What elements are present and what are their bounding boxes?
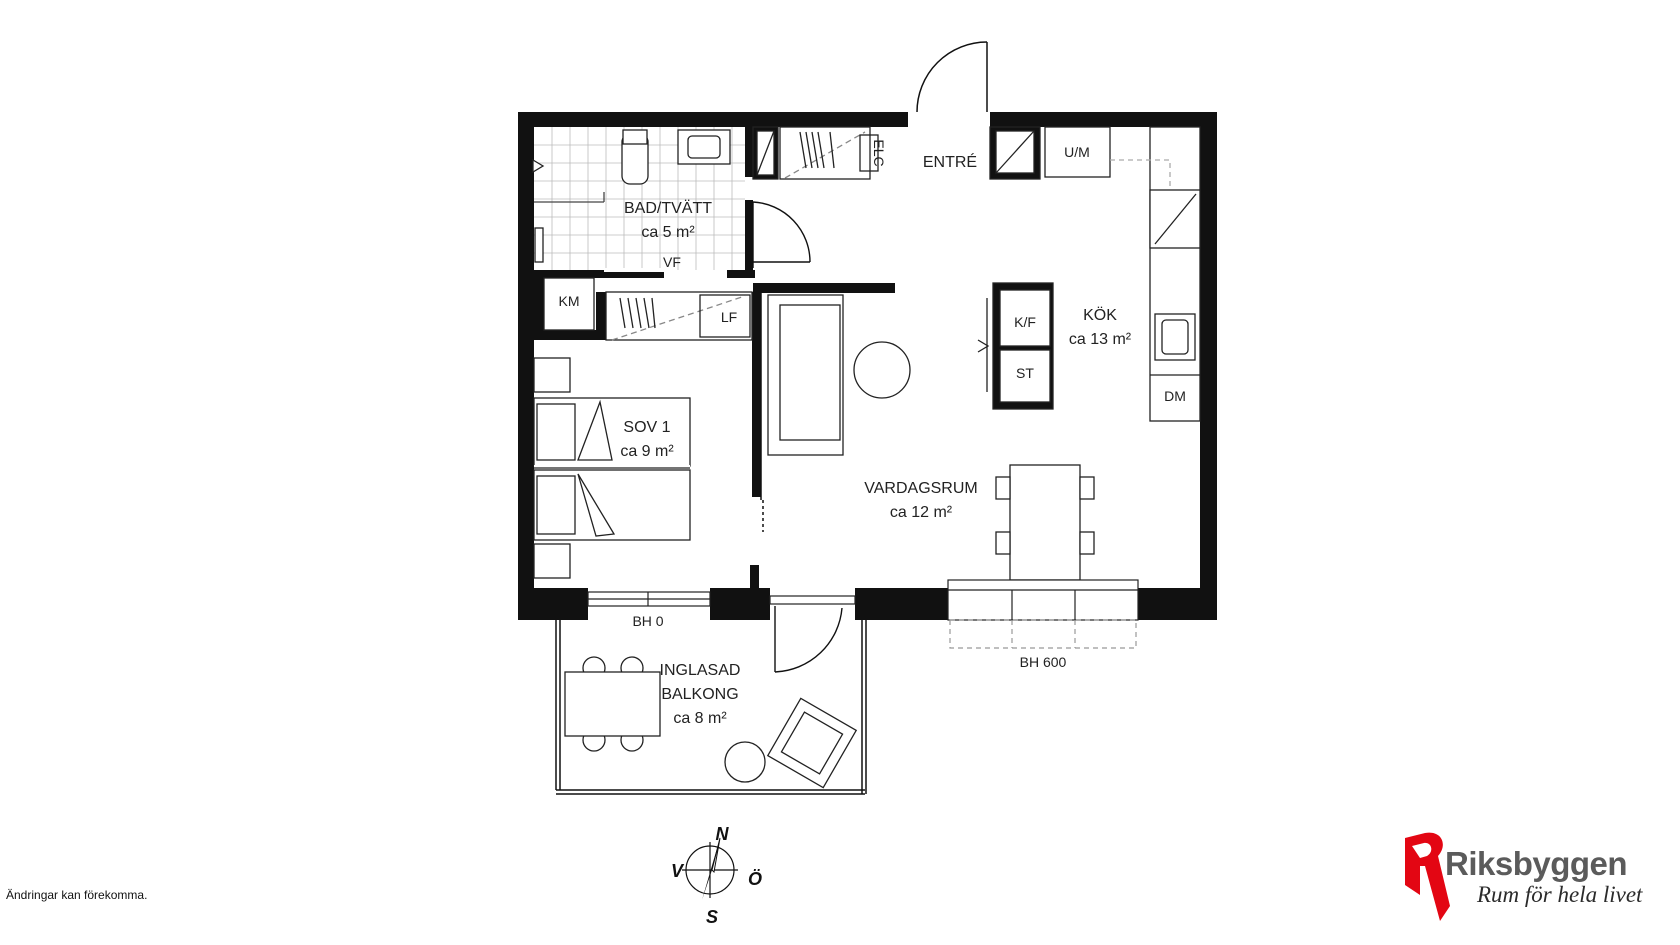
label-km: KM [559, 293, 580, 309]
label-entrance: ENTRÉ [923, 152, 977, 171]
windows [587, 579, 1139, 649]
compass: N S V Ö [671, 824, 762, 927]
interior-walls [534, 127, 895, 590]
area-living-room: ca 12 m² [890, 504, 953, 521]
living-room-furniture [767, 294, 911, 456]
label-balcony-2: BALKONG [661, 686, 738, 703]
entrance-door [916, 41, 988, 113]
label-kitchen: KÖK [1083, 306, 1117, 324]
disclaimer-text: Ändringar kan förekomma. [6, 888, 148, 902]
bedroom-sliding-door [760, 292, 764, 532]
compass-s: S [706, 907, 718, 927]
bathroom-door [752, 201, 811, 268]
room-labels: BAD/TVÄTT ca 5 m² ENTRÉ SOV 1 ca 9 m² KÖ… [620, 152, 1131, 727]
label-bedroom: SOV 1 [623, 419, 670, 436]
label-lf: LF [721, 309, 737, 325]
label-bathroom: BAD/TVÄTT [624, 199, 712, 217]
label-kf: K/F [1014, 314, 1036, 330]
bedroom-furniture [533, 357, 691, 579]
compass-o: Ö [748, 869, 762, 889]
hall-closets [543, 277, 753, 341]
label-um: U/M [1064, 144, 1090, 160]
label-bh600: BH 600 [1020, 654, 1067, 670]
riksbyggen-logo-icon [1405, 832, 1450, 921]
label-st: ST [1016, 365, 1034, 381]
area-bedroom: ca 9 m² [620, 443, 674, 460]
label-balcony-1: INGLASAD [660, 662, 741, 679]
label-bh0: BH 0 [632, 613, 663, 629]
compass-n: N [716, 824, 730, 844]
area-kitchen: ca 13 m² [1069, 331, 1132, 348]
compass-needle-icon [702, 838, 720, 900]
kitchen-fixtures [977, 126, 1201, 422]
brand-name: Riksbyggen [1445, 845, 1628, 882]
fixture-labels: ELC U/M VF KM LF K/F ST DM BH 0 BH 600 [559, 139, 1186, 670]
compass-v: V [671, 861, 685, 881]
brand-tagline: Rum för hela livet [1477, 882, 1643, 907]
exterior-walls [518, 112, 1217, 620]
label-living-room: VARDAGSRUM [864, 480, 978, 497]
label-vf: VF [663, 254, 681, 270]
label-dm: DM [1164, 388, 1186, 404]
label-elc: ELC [871, 139, 887, 166]
area-bathroom: ca 5 m² [641, 224, 695, 241]
balcony-door [774, 606, 843, 673]
balcony-furniture [564, 656, 858, 789]
bathroom-fixtures [532, 129, 731, 272]
balcony [555, 620, 867, 795]
dining-table [995, 464, 1095, 581]
entrance-closets [752, 126, 1111, 180]
area-balcony: ca 8 m² [673, 710, 727, 727]
